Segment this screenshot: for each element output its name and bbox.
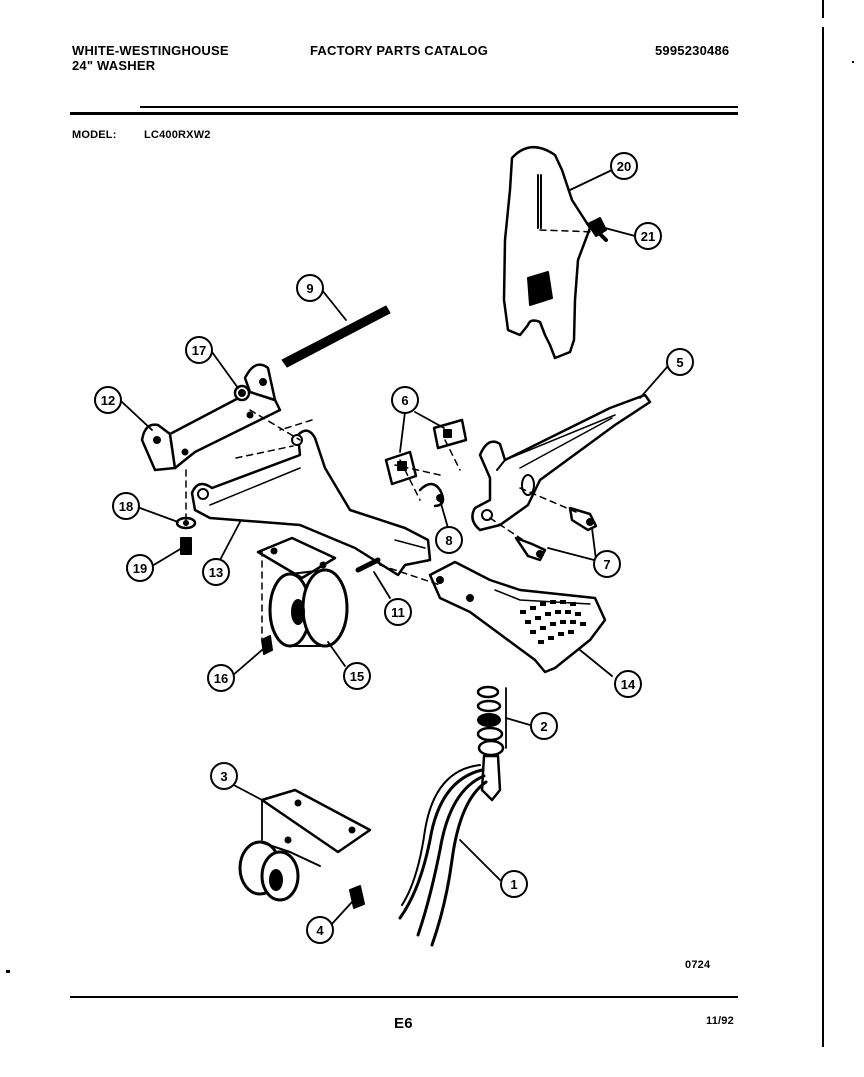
callout-15: 16 [207, 664, 235, 692]
product-name: 24" WASHER [72, 58, 156, 73]
svg-text:2: 2 [540, 719, 547, 734]
part-9-rod [281, 302, 391, 368]
svg-text:1: 1 [510, 877, 517, 892]
callout-20: 20 [610, 152, 638, 180]
part-4-screw [349, 885, 365, 909]
svg-text:19: 19 [133, 561, 147, 576]
callout-8: 8 [435, 526, 463, 554]
callout-7: 7 [593, 550, 621, 578]
svg-text:14: 14 [621, 677, 636, 692]
leader-lines [121, 169, 669, 927]
svg-text:21: 21 [641, 229, 655, 244]
svg-text:16: 16 [214, 671, 228, 686]
svg-text:20: 20 [617, 159, 631, 174]
callout-21: 21 [634, 222, 662, 250]
callout-17: 17 [185, 336, 213, 364]
svg-text:11: 11 [391, 605, 405, 620]
part-16-caster [256, 536, 349, 648]
svg-text:15: 15 [350, 669, 364, 684]
callouts: 20 21 9 17 12 5 6 18 8 19 13 7 11 16 15 … [94, 152, 694, 944]
callout-3: 3 [210, 762, 238, 790]
callout-2: 2 [530, 712, 558, 740]
model-label: MODEL: [72, 129, 117, 141]
part-6-clip [384, 418, 468, 486]
part-20-bracket [502, 146, 592, 360]
svg-text:3: 3 [220, 769, 227, 784]
svg-text:6: 6 [401, 393, 408, 408]
edge-dot [6, 970, 10, 973]
part-17-bushing [233, 384, 251, 402]
svg-text:9: 9 [306, 281, 313, 296]
part-7-screws [514, 506, 598, 562]
edge-mark [822, 0, 824, 18]
catalog-number: 5995230486 [655, 43, 730, 58]
callout-19: 19 [126, 554, 154, 582]
callout-5: 5 [666, 348, 694, 376]
header-rule [140, 106, 738, 108]
part-14-pedal [428, 560, 607, 674]
svg-text:12: 12 [101, 393, 115, 408]
part-13-arm [190, 429, 432, 577]
part-2-bumper [476, 685, 505, 802]
callout-4: 4 [306, 916, 334, 944]
part-1-hose [398, 764, 488, 947]
callout-1: 1 [500, 870, 528, 898]
callout-18: 18 [112, 492, 140, 520]
header-rule-thick [70, 112, 738, 115]
page-number: E6 [394, 1015, 413, 1032]
part-5-lever [471, 393, 652, 532]
part-15-screw [261, 635, 273, 655]
svg-text:17: 17 [192, 343, 206, 358]
callout-11: 11 [384, 598, 412, 626]
callout-12: 12 [94, 386, 122, 414]
callout-16: 15 [343, 662, 371, 690]
callout-9: 9 [296, 274, 324, 302]
catalog-title: FACTORY PARTS CATALOG [310, 43, 489, 58]
callout-6: 6 [391, 386, 419, 414]
footer-rule [70, 996, 738, 998]
callout-13: 13 [202, 558, 230, 586]
diagram-code: 0724 [685, 959, 711, 971]
svg-text:5: 5 [676, 355, 683, 370]
part-11-screw [355, 557, 381, 573]
svg-text:7: 7 [603, 557, 610, 572]
brand-name: WHITE-WESTINGHOUSE [72, 43, 229, 58]
part-12-bracket [140, 363, 282, 472]
callout-14: 14 [614, 670, 642, 698]
part-21-screw [587, 217, 608, 242]
svg-text:4: 4 [316, 923, 324, 938]
model-value: LC400RXW2 [144, 129, 211, 141]
part-19-bolt [180, 537, 192, 555]
revision-date: 11/92 [706, 1015, 734, 1027]
svg-text:18: 18 [119, 499, 133, 514]
alignment-lines [185, 229, 597, 641]
part-8-clip [418, 482, 445, 508]
page-edge [822, 27, 824, 1047]
edge-dot [852, 61, 854, 63]
svg-text:8: 8 [445, 533, 452, 548]
svg-text:13: 13 [209, 565, 223, 580]
part-3-caster [238, 788, 372, 902]
